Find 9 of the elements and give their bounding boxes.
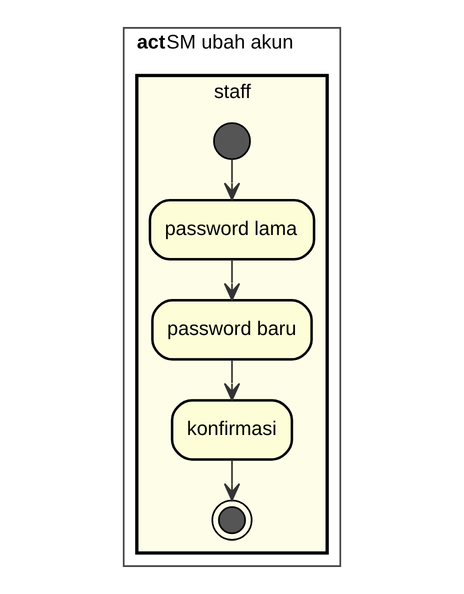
arrow bbox=[224, 460, 240, 501]
arrow bbox=[224, 259, 240, 301]
node-box: konfirmasi bbox=[170, 399, 294, 461]
node-circle bbox=[213, 122, 251, 160]
arrow bbox=[224, 159, 240, 200]
node-bullseye bbox=[212, 500, 252, 541]
node-box: password lama bbox=[148, 198, 316, 260]
node-box: password baru bbox=[151, 299, 313, 361]
arrow bbox=[224, 359, 240, 401]
